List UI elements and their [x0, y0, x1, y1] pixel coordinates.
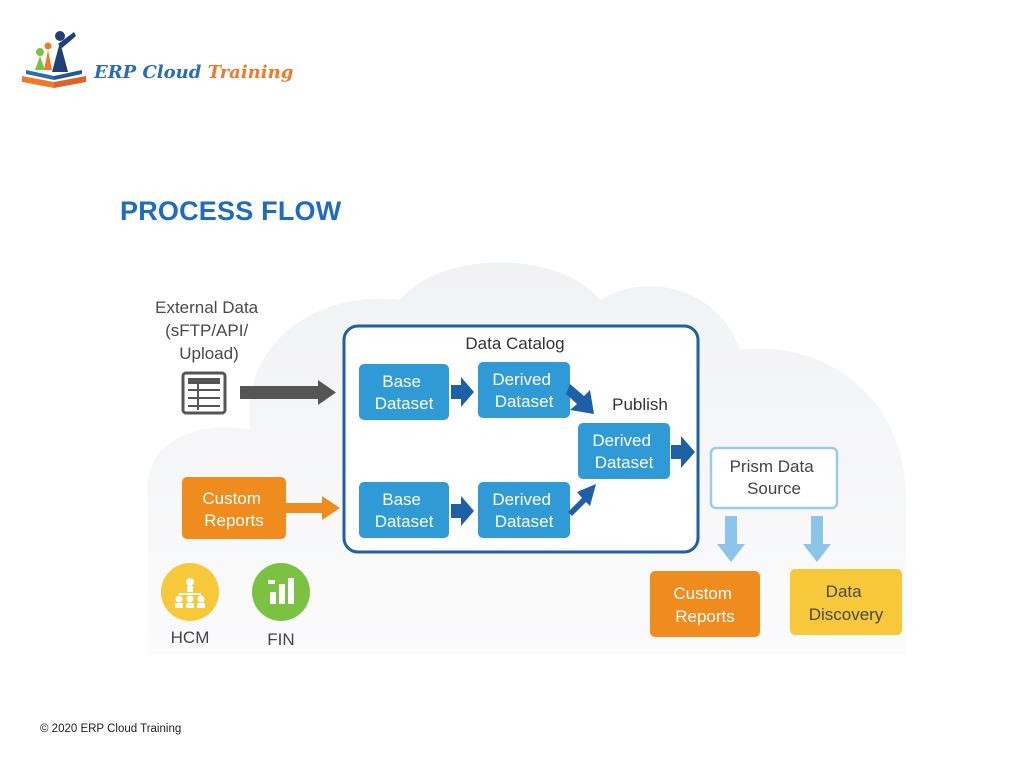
svg-text:Custom Reports: Custom Reports: [673, 584, 736, 626]
publish-label: Publish: [612, 395, 668, 414]
custom-reports-left-box[interactable]: Custom Reports: [182, 477, 286, 539]
arrow-reports-to-catalog: [286, 496, 340, 520]
hcm-icon: [161, 563, 219, 621]
slide-title: PROCESS FLOW: [120, 196, 342, 226]
svg-text:Derived Dataset: Derived Dataset: [492, 370, 555, 411]
svg-text:Data Discovery: Data Discovery: [809, 582, 884, 624]
table-icon: [181, 371, 227, 415]
arrow-prism-to-data-discovery: [803, 516, 831, 562]
svg-text:Custom Reports: Custom Reports: [202, 489, 265, 530]
brand-name-part1: ERP Cloud: [94, 62, 202, 83]
svg-text:Derived Dataset: Derived Dataset: [492, 490, 555, 531]
arrow-prism-to-custom-reports: [717, 516, 745, 562]
brand-name: ERP Cloud Training: [94, 62, 293, 83]
arrow-derived-top-down: [566, 384, 594, 414]
external-data-label: External Data (sFTP/API/ Upload): [155, 298, 263, 363]
base-dataset-top[interactable]: Base Dataset: [359, 364, 449, 420]
fin-label: FIN: [267, 630, 294, 649]
derived-dataset-top[interactable]: Derived Dataset: [478, 362, 570, 418]
data-discovery-box[interactable]: Data Discovery: [790, 569, 902, 635]
footer-copyright: © 2020 ERP Cloud Training: [40, 723, 182, 735]
external-data-arrow: [240, 380, 336, 405]
prism-data-source-box[interactable]: Prism Data Source: [709, 446, 839, 510]
hcm-label: HCM: [171, 628, 210, 647]
logo-book-icon: [22, 31, 86, 88]
base-dataset-bottom[interactable]: Base Dataset: [359, 482, 449, 538]
arrow-derived-bottom-up: [568, 484, 596, 516]
brand-name-part2: Training: [207, 62, 294, 83]
brand-logo: ERP Cloud Training: [18, 26, 293, 96]
arrow-base-to-derived-bottom: [451, 496, 474, 526]
fin-icon: [252, 563, 310, 621]
svg-text:Derived Dataset: Derived Dataset: [592, 431, 655, 472]
arrow-publish-to-prism: [671, 436, 695, 468]
svg-text:Prism Data Source: Prism Data Source: [730, 457, 819, 498]
derived-dataset-final[interactable]: Derived Dataset: [578, 423, 670, 479]
custom-reports-right-box[interactable]: Custom Reports: [650, 571, 760, 637]
data-catalog-title: Data Catalog: [465, 334, 564, 353]
svg-text:Base Dataset: Base Dataset: [375, 490, 434, 531]
derived-dataset-bottom[interactable]: Derived Dataset: [478, 482, 570, 538]
arrow-base-to-derived-top: [451, 377, 474, 407]
svg-text:Base Dataset: Base Dataset: [375, 372, 434, 413]
